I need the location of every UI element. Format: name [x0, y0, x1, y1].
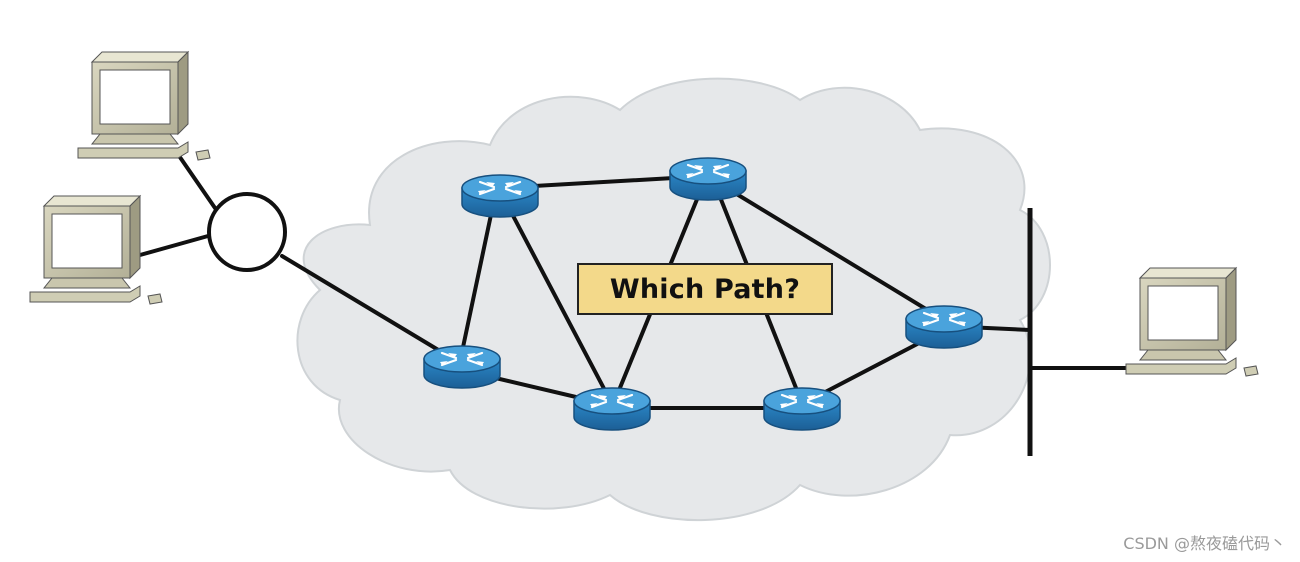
- router-icon: [460, 173, 540, 219]
- which-path-label: Which Path?: [577, 263, 833, 315]
- watermark: CSDN @熬夜磕代码丶: [1123, 534, 1286, 553]
- router-icon: [668, 156, 748, 202]
- router-icon: [572, 386, 652, 432]
- computer-icon: [1125, 267, 1259, 377]
- computer-icon: [77, 51, 211, 161]
- router-icon: [904, 304, 984, 350]
- router-icon: [762, 386, 842, 432]
- hub-icon: [207, 192, 287, 272]
- computer-icon: [29, 195, 163, 305]
- router-icon: [422, 344, 502, 390]
